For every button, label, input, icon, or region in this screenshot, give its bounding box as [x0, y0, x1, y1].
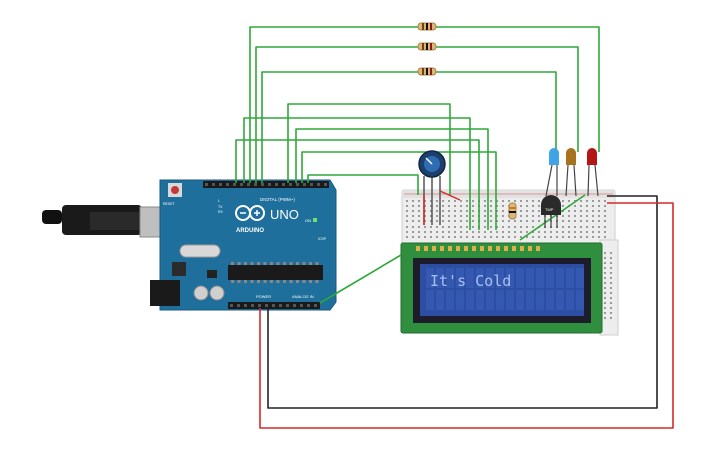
wire-led-blue — [261, 71, 557, 183]
wire-lcd-4 — [295, 128, 489, 230]
l-led-label: L — [218, 199, 220, 203]
resistor-lcd — [508, 202, 517, 220]
leds — [545, 148, 599, 197]
usb-cable-plug — [42, 210, 62, 224]
reset-button[interactable] — [171, 186, 179, 194]
lcd-module: It's Cold — [400, 242, 603, 334]
arduino-logo-text: ARDUINO — [236, 228, 264, 234]
resistor-2 — [417, 42, 437, 51]
wire-sensor-out — [519, 194, 586, 241]
wire-led-yellow — [255, 46, 579, 183]
wire-lcd-3 — [287, 103, 451, 195]
power-jack — [150, 280, 180, 306]
on-led-label: ON — [305, 218, 311, 223]
wire-sensor-a0 — [319, 254, 402, 304]
tx-led-label: TX — [218, 205, 223, 209]
board-model-label: UNO — [270, 207, 299, 222]
wire-lcd-2 — [243, 117, 471, 230]
wire-lcd-6 — [307, 174, 419, 195]
led-yellow — [565, 148, 577, 197]
lcd-display-text: It's Cold — [430, 272, 511, 290]
resistor-1 — [417, 22, 437, 31]
potentiometer[interactable] — [418, 150, 461, 225]
led-red — [587, 148, 599, 197]
wire-lcd-5 — [301, 151, 497, 230]
temperature-sensor: TMP — [541, 195, 561, 228]
digital-pins-label: DIGITAL (PWM~) — [260, 197, 295, 202]
wire-lcd-1 — [235, 139, 480, 230]
resistors — [417, 22, 517, 220]
arduino-uno-board: UNO ARDUINO DIGITAL (PWM~) POWER ANALOG … — [42, 179, 337, 311]
power-label: POWER — [256, 294, 271, 299]
digital-header — [203, 181, 329, 188]
sensor-label: TMP — [545, 207, 554, 212]
led-blue — [545, 148, 559, 197]
power-wire — [259, 202, 674, 429]
reset-label: RESET — [163, 202, 176, 206]
icsp-label: ICSP — [318, 237, 327, 241]
resistor-3 — [417, 67, 437, 76]
ground-wire — [267, 195, 658, 409]
arduino-logo-icon — [235, 205, 265, 221]
analog-in-label: ANALOG IN — [292, 294, 314, 299]
rx-led-label: RX — [218, 210, 224, 214]
microcontroller-chip — [228, 265, 323, 280]
